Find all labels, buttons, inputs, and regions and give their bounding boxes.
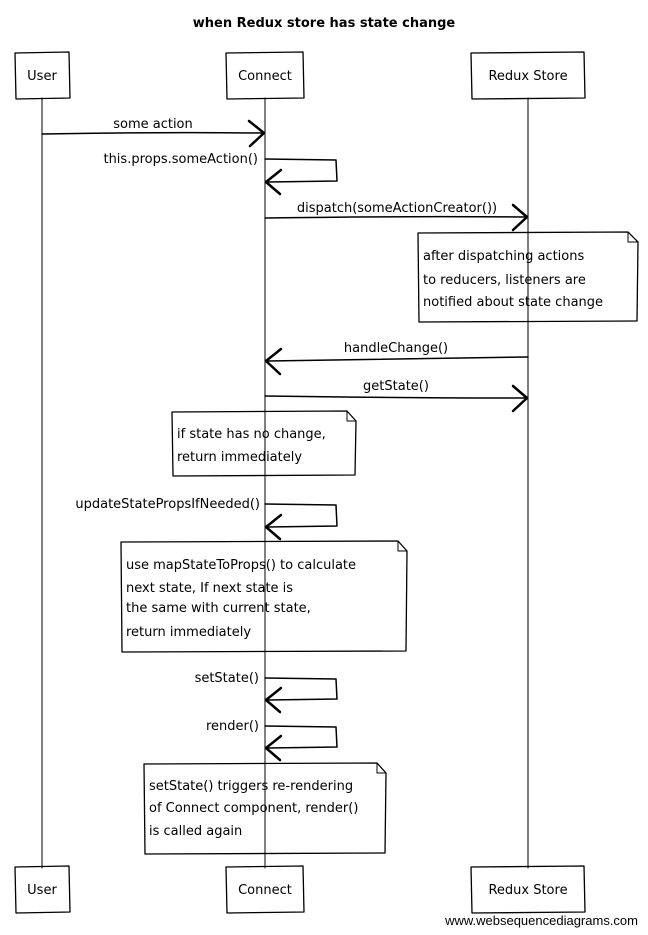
note-line: return immediately <box>126 625 251 640</box>
participant-user-bottom: User <box>14 865 71 914</box>
note-line: is called again <box>149 824 242 839</box>
participant-store-top: Redux Store <box>470 51 586 100</box>
note-line: after dispatching actions <box>423 249 584 264</box>
message-handle-change: handleChange() <box>264 341 529 376</box>
message-set-state: setState() <box>195 671 338 714</box>
participant-label: Connect <box>238 69 292 84</box>
message-label: dispatch(someActionCreator()) <box>297 201 497 216</box>
message-label: render() <box>206 719 259 734</box>
message-get-state: getState() <box>264 379 529 413</box>
participant-label: Connect <box>238 883 292 898</box>
participant-label: Redux Store <box>488 69 567 84</box>
note-line: to reducers, listeners are <box>423 273 586 288</box>
message-label: this.props.someAction() <box>103 152 258 167</box>
participant-label: User <box>27 69 57 84</box>
participant-label: Redux Store <box>488 883 567 898</box>
note-line: the same with current state, <box>126 601 311 616</box>
note-line: next state, If next state is <box>126 581 293 596</box>
message-render: render() <box>206 719 338 762</box>
diagram-title: when Redux store has state change <box>193 16 456 31</box>
note-line: notified about state change <box>423 295 603 310</box>
message-label: some action <box>113 117 193 132</box>
participant-user-top: User <box>14 51 71 100</box>
note-no-change: if state has no change, return immediate… <box>171 410 357 477</box>
participant-connect-top: Connect <box>225 51 305 100</box>
participant-store-bottom: Redux Store <box>470 865 586 914</box>
message-label: updateStatePropsIfNeeded() <box>75 497 260 512</box>
message-this-props-someaction: this.props.someAction() <box>103 152 338 196</box>
note-line: of Connect component, render() <box>149 801 358 816</box>
note-line: if state has no change, <box>177 427 326 442</box>
note-line: use mapStateToProps() to calculate <box>126 558 356 573</box>
message-label: handleChange() <box>344 341 448 356</box>
watermark: www.websequencediagrams.com <box>444 913 638 928</box>
note-after-dispatching: after dispatching actions to reducers, l… <box>417 231 639 323</box>
note-line: setState() triggers re-rendering <box>149 779 353 794</box>
participant-connect-bottom: Connect <box>225 865 305 914</box>
message-update-state-props: updateStatePropsIfNeeded() <box>75 497 338 541</box>
participant-label: User <box>27 883 57 898</box>
message-some-action: some action <box>41 117 266 148</box>
note-map-state-to-props: use mapStateToProps() to calculate next … <box>120 540 408 653</box>
message-dispatch: dispatch(someActionCreator()) <box>264 201 529 232</box>
message-label: getState() <box>363 379 429 394</box>
note-line: return immediately <box>177 450 302 465</box>
message-label: setState() <box>195 671 259 686</box>
note-set-state-triggers: setState() triggers re-rendering of Conn… <box>143 762 387 855</box>
